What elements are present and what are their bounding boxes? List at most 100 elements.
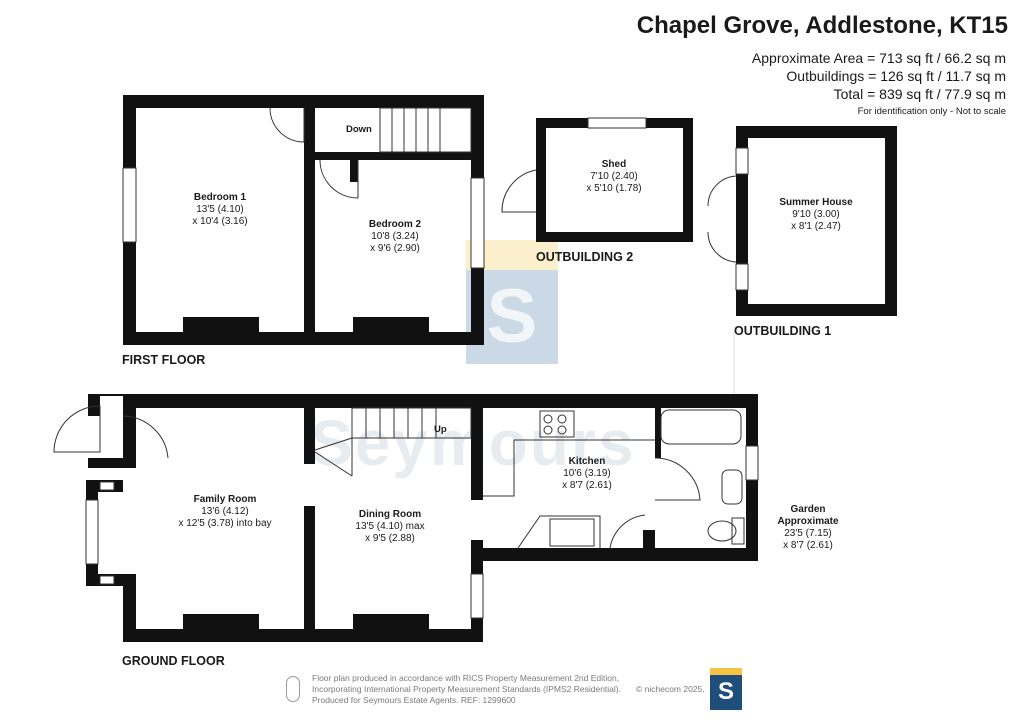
room-name: Dining Room: [358, 509, 422, 520]
shed-wall-bottom: [536, 232, 693, 242]
dining-side-window: [470, 573, 484, 619]
outbuilding2-label: OUTBUILDING 2: [536, 250, 634, 264]
wc-cistern: [731, 517, 745, 545]
front-door-swing: [53, 405, 101, 453]
copyright: © nichecom 2025.: [636, 684, 705, 694]
kitchen-wall-bottom: [483, 548, 655, 561]
summer-house-wall-bottom: [736, 304, 897, 316]
area-total: Total = 839 sq ft / 77.9 sq m: [833, 86, 1006, 102]
bedroom1-door-swing: [269, 107, 305, 143]
landing-wall: [315, 152, 471, 160]
room-summer-house: Summer House 9'10 (3.00) x 8'1 (2.47): [756, 197, 876, 233]
wc-window: [745, 445, 759, 481]
room-dim: 13'6 (4.12): [201, 506, 249, 517]
room-garden: Garden Approximate 23'5 (7.15) x 8'7 (2.…: [766, 504, 850, 552]
room-name-sub: Approximate: [777, 516, 839, 527]
landing-wall-stub: [350, 152, 358, 182]
area-outbuildings: Outbuildings = 126 sq ft / 11.7 sq m: [786, 68, 1006, 84]
room-dim: x 8'1 (2.47): [791, 221, 841, 232]
footer-line: Produced for Seymours Estate Agents. REF…: [312, 695, 516, 705]
shed-wall-left: [536, 118, 546, 242]
hob: [539, 410, 575, 438]
ground-floor-stairs: [351, 407, 472, 439]
ground-floor-wall-top: [88, 394, 758, 408]
bedroom2-door-swing: [319, 159, 359, 199]
family-dining-wall-lower: [304, 506, 315, 630]
wash-basin: [721, 469, 743, 505]
room-dim: x 8'7 (2.61): [562, 480, 612, 491]
summer-house-window-bottom: [735, 263, 749, 291]
room-bedroom2: Bedroom 2 10'8 (3.24) x 9'6 (2.90): [335, 219, 455, 255]
room-dim: 10'8 (3.24): [371, 231, 419, 242]
footer-line: Floor plan produced in accordance with R…: [312, 673, 620, 683]
kitchen-counter-upper: [483, 439, 655, 497]
bath: [660, 409, 742, 445]
family-room-wall-left: [123, 574, 136, 642]
room-dim: x 10'4 (3.16): [192, 216, 248, 227]
bay-window: [85, 499, 99, 565]
bedroom1-side-window: [122, 167, 137, 243]
bedroom1-window-sill: [183, 317, 259, 332]
kitchen-door-swing: [609, 514, 646, 549]
room-name: Bedroom 1: [193, 192, 247, 203]
summer-house-wall-top: [736, 126, 897, 138]
dining-wall-right-upper: [471, 408, 483, 500]
agency-logo: S: [710, 668, 742, 710]
room-name: Bedroom 2: [368, 219, 422, 230]
room-shed: Shed 7'10 (2.40) x 5'10 (1.78): [554, 159, 674, 195]
shed-window: [587, 117, 647, 129]
bedroom2-side-window: [470, 177, 485, 269]
room-name: Shed: [601, 159, 627, 170]
summer-house-wall-right: [885, 126, 897, 316]
wc-wall-bottom: [655, 548, 758, 561]
room-dim: 9'10 (3.00): [792, 209, 840, 220]
first-floor-wall-bottom: [123, 332, 484, 345]
stairs-down-label: Down: [346, 124, 372, 135]
room-dim: 7'10 (2.40): [590, 171, 638, 182]
room-name: Kitchen: [568, 456, 606, 467]
first-floor-stairs: [379, 107, 472, 153]
room-dim: x 9'6 (2.90): [370, 243, 420, 254]
porch-wall-bottom: [88, 458, 136, 468]
room-dim: 13'5 (4.10) max: [355, 521, 425, 532]
bay-window-small-bottom: [99, 575, 115, 585]
scale-note: For identification only - Not to scale: [857, 106, 1006, 117]
room-name: Family Room: [193, 494, 257, 505]
room-bedroom1: Bedroom 1 13'5 (4.10) x 10'4 (3.16): [160, 192, 280, 228]
under-stairs-cupboard: [314, 437, 353, 477]
shed-door-swing: [501, 169, 537, 213]
ground-floor-label: GROUND FLOOR: [122, 654, 225, 668]
ground-floor-wall-bottom: [123, 629, 483, 642]
kitchen-sink: [549, 518, 595, 547]
first-floor-wall-top: [123, 95, 484, 108]
bedroom-divider-wall: [304, 108, 315, 332]
porch-wall-top-left: [88, 394, 100, 416]
footer-text: Floor plan produced in accordance with R…: [312, 673, 621, 706]
kitchen-counter-lower: [517, 515, 601, 549]
family-window-sill: [183, 614, 259, 629]
stairs-up-label: Up: [434, 424, 447, 435]
ipms-figure-icon: [286, 676, 300, 702]
dining-window-sill: [353, 614, 429, 629]
kitchen-wall-corner: [643, 530, 655, 561]
bay-window-small-top: [99, 481, 115, 491]
wc-door-swing: [654, 457, 701, 501]
room-family-room: Family Room 13'6 (4.12) x 12'5 (3.78) in…: [160, 494, 290, 530]
shed-wall-right: [683, 118, 693, 242]
porch-inner-door-swing: [122, 415, 169, 459]
room-dim: 13'5 (4.10): [196, 204, 244, 215]
room-dim: 10'6 (3.19): [563, 468, 611, 479]
page-title: Chapel Grove, Addlestone, KT15: [636, 12, 1008, 39]
room-kitchen: Kitchen 10'6 (3.19) x 8'7 (2.61): [527, 456, 647, 492]
toilet: [707, 520, 737, 542]
bath-partition: [655, 408, 661, 458]
summer-house-door-lower: [707, 231, 737, 263]
area-approximate: Approximate Area = 713 sq ft / 66.2 sq m: [751, 50, 1006, 66]
first-floor-label: FIRST FLOOR: [122, 353, 206, 367]
bedroom2-window-sill: [353, 317, 429, 332]
summer-house-door-upper: [707, 175, 737, 207]
porch-wall-right: [123, 408, 136, 458]
room-dim: x 12'5 (3.78) into bay: [178, 518, 272, 529]
room-dim: x 8'7 (2.61): [783, 540, 833, 551]
